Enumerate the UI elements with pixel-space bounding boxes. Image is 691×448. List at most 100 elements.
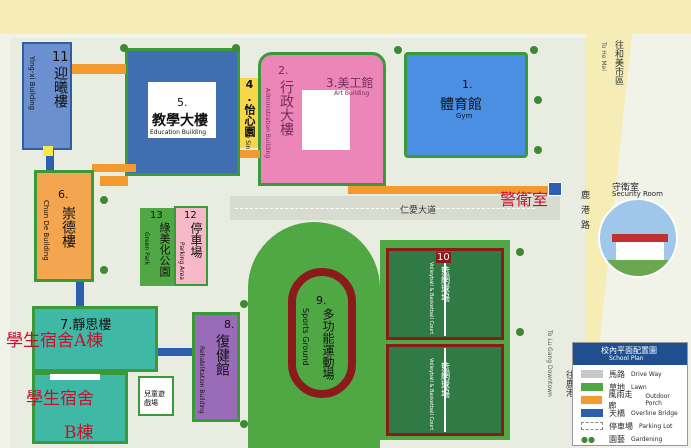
building-11-yingxi[interactable] <box>22 42 72 150</box>
porch-avenue <box>348 186 548 194</box>
legend-swatch <box>581 370 603 378</box>
park-13-green[interactable] <box>140 208 174 286</box>
building-6-en: Chun De Building <box>42 200 50 261</box>
tree-icon <box>516 248 524 256</box>
building-6-num: 6. <box>58 188 69 201</box>
bridge-11-marker <box>43 146 53 156</box>
legend-swatch <box>581 409 603 417</box>
parking-12-num: 12 <box>184 210 197 221</box>
track-9-name: 多功能運動場 <box>321 308 335 380</box>
security-photo <box>598 198 678 278</box>
legend-swatch <box>581 396 603 404</box>
building-3-name: 3.美工館 <box>326 76 374 90</box>
legend-header <box>573 343 687 365</box>
court-10-b-name: 籃網球場 <box>439 362 449 398</box>
building-4-yeesin[interactable] <box>240 78 258 148</box>
building-4-name: 4.怡心園 <box>243 78 256 137</box>
parking-12[interactable] <box>174 206 208 286</box>
legend-zh: 天橋 <box>609 408 625 418</box>
building-1-en: Gym <box>456 112 473 120</box>
legend-item-bridge: 天橋 Overline Bridge <box>581 406 678 420</box>
tree-icon <box>530 46 538 54</box>
building-3-en: Art Building <box>334 90 370 97</box>
building-5-name: 教學大樓 <box>152 113 208 129</box>
legend-zh: 停車場 <box>609 421 633 431</box>
building-8-en: Rehabilitation Building <box>198 346 205 414</box>
tree-icon <box>100 196 108 204</box>
building-8-num: 8. <box>224 318 235 331</box>
building-8-rehab[interactable] <box>192 312 240 422</box>
building-11-en: Ying-xi Building <box>28 56 36 111</box>
to-lu-gang-en-label: To Lu Gang Downtown <box>546 330 553 397</box>
building-2-en: Administration Building <box>264 88 271 159</box>
building-7-name: 7.靜思樓 <box>60 318 112 333</box>
building-5-num: 5. <box>177 96 188 109</box>
legend-item-parking: 停車場 Parking Lot <box>581 419 672 433</box>
tree-icon <box>534 96 542 104</box>
porch-11-5 <box>72 64 126 74</box>
track-9-en: Sports Ground <box>301 308 310 366</box>
to-lu-gang-label: 往鹿港 <box>564 370 574 397</box>
legend-item-porch: 風雨走廊 Outdoor Porch <box>581 390 687 410</box>
tree-icon <box>120 44 128 52</box>
legend-en: Parking Lot <box>639 422 673 430</box>
tree-icon <box>516 328 524 336</box>
park-13-num: 13 <box>150 210 163 221</box>
legend-swatch: ●● <box>581 434 595 444</box>
photo-roof <box>612 234 668 242</box>
legend-title: 校內平面配置圖 <box>601 346 657 355</box>
tree-icon <box>232 44 240 52</box>
legend-swatch <box>581 422 603 430</box>
track-9[interactable] <box>288 268 356 398</box>
legend-en: Outdoor Porch <box>645 393 670 407</box>
tree-icon <box>240 300 248 308</box>
tree-icon <box>240 420 248 428</box>
building-11-name: 迎曦樓 <box>52 66 68 108</box>
dorm-b-label-1: 學生宿舍 <box>26 389 94 409</box>
building-6-chunde[interactable] <box>34 170 94 282</box>
security-label: 警衛室 <box>500 190 549 209</box>
photo-ground <box>600 260 676 276</box>
building-2-courtyard <box>302 90 350 150</box>
security-marker[interactable] <box>548 182 562 196</box>
security-photo-en: Security Room <box>612 190 663 198</box>
children-playground[interactable] <box>138 376 174 416</box>
porch-6-5 <box>100 176 128 186</box>
legend-en: Gardening <box>631 435 663 443</box>
tree-icon <box>394 46 402 54</box>
park-13-name: 綠美化公園 <box>158 222 171 277</box>
building-1-num: 1. <box>462 78 473 91</box>
north-road <box>0 0 691 34</box>
building-11-num: 11 <box>52 50 69 65</box>
building-7-annex-bar <box>50 374 100 380</box>
legend-en: Drive Way <box>631 370 662 378</box>
building-5-en: Education Building <box>150 129 207 136</box>
legend-swatch <box>581 383 603 391</box>
building-4-en: Yee Sin <box>244 128 251 150</box>
building-1-gym[interactable] <box>404 52 528 158</box>
playground-label: 兒童遊戲場 <box>144 390 165 407</box>
building-2-name: 行政大樓 <box>278 80 294 136</box>
building-2-num: 2. <box>278 64 289 77</box>
ren-ai-avenue-label: 仁愛大道 <box>400 206 437 216</box>
dorm-a-label: 學生宿舍A棟 <box>6 331 104 351</box>
building-7-jingsi[interactable] <box>32 306 158 372</box>
security-photo-title: 守衛室 <box>612 183 640 193</box>
dorm-b-label-2: B棟 <box>64 423 94 443</box>
track-9-num: 9. <box>316 294 327 307</box>
building-7-annex <box>32 372 128 444</box>
court-10-num: 10 <box>436 252 451 263</box>
building-6-name: 崇德樓 <box>60 206 76 248</box>
legend-zh: 園藝 <box>609 434 625 444</box>
he-mei-road-label: 往和美市區 <box>613 40 623 85</box>
court-10-a-en: Volleyball & Basketball Court <box>428 262 434 335</box>
parking-12-en: Parking Area <box>178 242 185 280</box>
porch-5-east <box>240 150 260 158</box>
park-13-en: Green Park <box>143 232 150 266</box>
legend-zh: 馬路 <box>609 369 625 379</box>
tree-icon <box>534 146 542 154</box>
bridge-6-7 <box>76 282 84 306</box>
bridge-7-8 <box>156 348 194 356</box>
court-10-b-en: Volleyball & Basketball Court <box>428 358 434 431</box>
